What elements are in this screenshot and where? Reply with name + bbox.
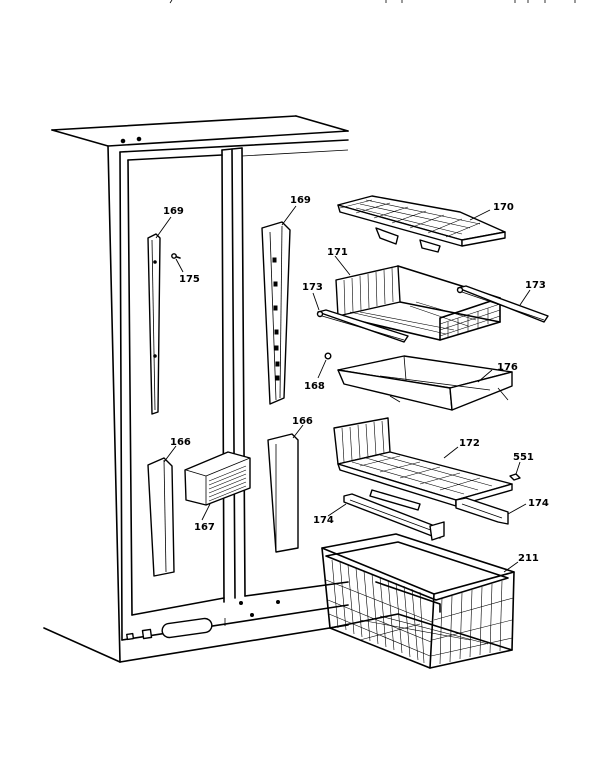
clip-168 (324, 352, 332, 360)
wire-basket-171 (335, 265, 501, 341)
label-551: 551 (513, 452, 534, 463)
cover-166-left (147, 457, 175, 577)
label-169-left: 169 (163, 206, 184, 217)
label-211: 211 (518, 553, 539, 564)
label-173-left: 173 (302, 282, 323, 293)
wire-shelf-172 (333, 417, 513, 511)
bracket-551 (509, 473, 521, 481)
slide-rail-173-right (456, 285, 549, 323)
part-labels: 169 175 169 170 171 173 173 168 176 166 … (163, 195, 549, 564)
label-174-left: 174 (313, 515, 334, 526)
slide-rail-174-right (455, 497, 509, 525)
shelf-rail-169-right (261, 221, 291, 405)
label-167: 167 (194, 522, 215, 533)
label-169-right: 169 (290, 195, 311, 206)
label-170: 170 (493, 202, 514, 213)
slide-rail-174-left (343, 493, 445, 541)
wire-shelf-170 (337, 195, 506, 253)
callout-leaders (155, 205, 531, 573)
label-168: 168 (304, 381, 325, 392)
shelf-rail-169-left (147, 233, 161, 415)
wire-basket-211 (321, 533, 515, 669)
control-housing-167 (184, 451, 251, 506)
screw-175 (171, 253, 181, 259)
label-174-right: 174 (528, 498, 549, 509)
label-172: 172 (459, 438, 480, 449)
shelf-frame-176 (337, 355, 513, 411)
label-173-right: 173 (525, 280, 546, 291)
slide-rail-173-left (316, 309, 409, 343)
refrigerator-cabinet (43, 115, 349, 663)
label-176: 176 (497, 362, 518, 373)
label-166-right: 166 (292, 416, 313, 427)
label-175: 175 (179, 274, 200, 285)
label-166-left: 166 (170, 437, 191, 448)
cover-166-right (267, 433, 299, 553)
label-171: 171 (327, 247, 348, 258)
top-edge-marks (169, 0, 576, 4)
